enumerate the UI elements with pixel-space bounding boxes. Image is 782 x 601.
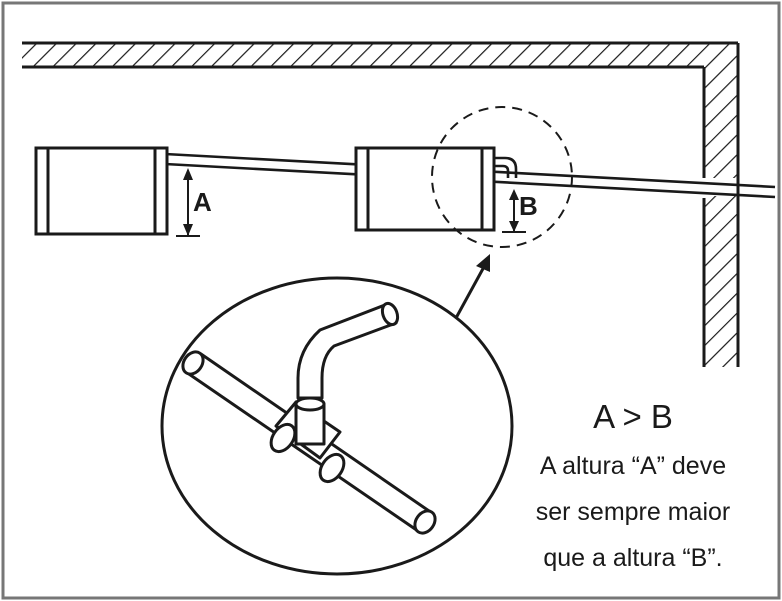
note-line-3: que a altura “B”.: [543, 544, 722, 572]
dimension-a: [176, 168, 200, 237]
tee-fitting-detail: [181, 301, 437, 535]
side-wall: [698, 43, 744, 367]
dimension-b: [502, 189, 526, 233]
note-line-1: A altura “A” deve: [540, 452, 726, 480]
formula-text: A > B: [593, 398, 673, 435]
pointer-arrow: [454, 254, 490, 319]
ceiling-wall: [22, 41, 738, 69]
highlight-circle: [431, 106, 573, 248]
note-line-2: ser sempre maior: [536, 498, 731, 526]
indoor-unit-right: [354, 146, 496, 232]
zoom-detail-ellipse: [160, 276, 514, 576]
indoor-unit-left: [34, 146, 169, 236]
label-a: A: [193, 187, 212, 217]
label-b: B: [519, 191, 538, 221]
elbow-connection: [494, 156, 518, 178]
